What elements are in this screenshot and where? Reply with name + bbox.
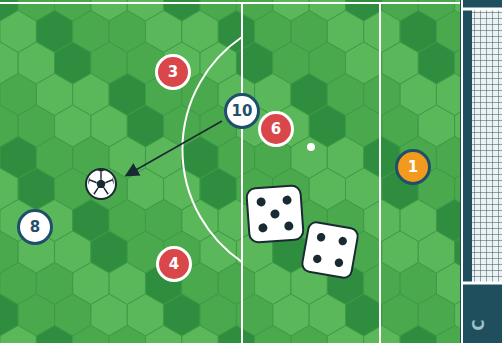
- goal-area: [460, 0, 502, 343]
- goalkeeper: 1: [395, 149, 431, 185]
- blue-player: 8: [17, 209, 53, 245]
- box-line: [379, 3, 381, 343]
- hex-cell: [182, 326, 218, 343]
- hex-grid: [0, 0, 462, 343]
- die: [301, 221, 359, 279]
- player-number: 10: [232, 104, 253, 119]
- player-number: 8: [30, 220, 40, 235]
- goal-net: [472, 9, 502, 283]
- hex-cell: [436, 326, 462, 343]
- hex-cell: [145, 326, 181, 343]
- goal-post: [462, 9, 502, 283]
- hex-cell: [218, 326, 254, 343]
- hex-cell: [364, 326, 400, 343]
- hex-cell: [0, 326, 36, 343]
- player-number: 1: [408, 160, 418, 175]
- red-player: 4: [156, 246, 192, 282]
- ball: [86, 169, 116, 199]
- red-player: 3: [155, 54, 191, 90]
- hex-cell: [291, 326, 327, 343]
- player-number: 6: [271, 122, 281, 137]
- hex-cell: [109, 326, 145, 343]
- hex-cell: [255, 326, 291, 343]
- player-number: 3: [168, 65, 178, 80]
- hex-cell: [327, 326, 363, 343]
- die: [246, 185, 304, 243]
- pass-arrow: [127, 121, 222, 175]
- red-player: 6: [258, 111, 294, 147]
- box-line: [241, 3, 243, 343]
- penalty-spot: [307, 143, 315, 151]
- hex-cell: [73, 326, 109, 343]
- goal-line: [461, 0, 463, 343]
- penalty-arc: [182, 37, 242, 262]
- blue-player: 10: [224, 93, 260, 129]
- hex-cell: [400, 326, 436, 343]
- boundary-line: [0, 2, 462, 4]
- goal-letter: C: [470, 320, 488, 331]
- player-number: 4: [169, 257, 179, 272]
- hex-cell: [36, 326, 72, 343]
